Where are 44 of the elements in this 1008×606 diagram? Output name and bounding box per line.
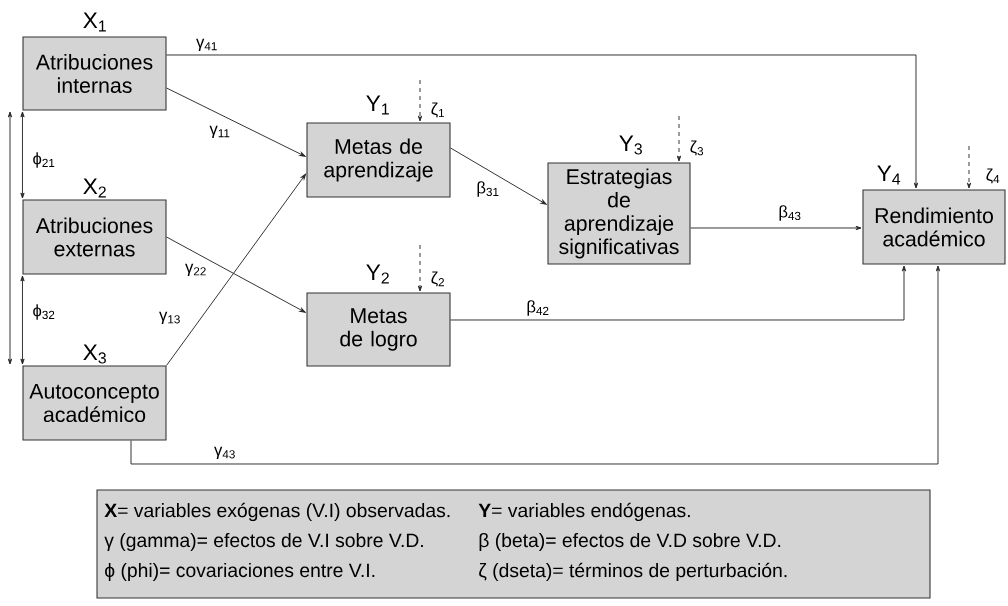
- arrow: [166, 54, 919, 189]
- variable-label: Y$_{4}$: [877, 165, 901, 185]
- edge-label: β$_{31}$: [477, 181, 499, 197]
- variable-label: Y$_{3}$: [619, 135, 642, 155]
- variable-label: X$_{2}$: [83, 178, 106, 198]
- edge-label: ζ$_{3}$: [690, 140, 704, 156]
- variable-box: Atribuciones internas: [22, 36, 167, 111]
- variable-label: Y$_{2}$: [366, 264, 389, 284]
- edge-label: β$_{42}$: [527, 300, 549, 316]
- variable-box: Estrategias de aprendizaje significativas: [547, 162, 691, 265]
- disturbance-arrow: [966, 145, 972, 189]
- legend-box: X= variables exógenas (V.I) observadas. Y= variables endógenas. γ (gamma)= efectos de V.I sobre V.D. β (beta)= efectos de V.D sobre V.D. ϕ (phi)= covariaciones entre V.I. ζ (dseta)= términos de perturbación.: [96, 489, 931, 599]
- edge-label: γ$_{41}$: [196, 38, 217, 52]
- arrow: [130, 265, 941, 465]
- edge-label: ϕ$_{21}$: [33, 152, 55, 168]
- edge-label: γ$_{13}$: [159, 311, 180, 325]
- variable-label: X$_{1}$: [83, 12, 106, 32]
- disturbance-arrow: [417, 79, 423, 122]
- arrow: [690, 225, 862, 231]
- disturbance-arrow: [676, 115, 682, 162]
- variable-box: Autoconcepto académico: [22, 365, 167, 441]
- arrow: [166, 236, 306, 313]
- variable-box: Metas de aprendizaje: [306, 122, 451, 198]
- arrow: [166, 87, 306, 157]
- arrow: [450, 147, 547, 205]
- edge-label: ζ$_{1}$: [431, 102, 444, 118]
- variable-label: X$_{3}$: [83, 344, 106, 364]
- edge-label: γ$_{11}$: [209, 125, 230, 139]
- arrow: [450, 265, 907, 321]
- arrow: [20, 275, 25, 365]
- variable-label: Y$_{1}$: [366, 95, 389, 115]
- disturbance-arrow: [417, 244, 423, 292]
- edge-label: β$_{43}$: [779, 205, 801, 221]
- variable-box: Atribuciones externas: [22, 199, 167, 275]
- arrow: [20, 111, 25, 199]
- edge-label: ζ$_{4}$: [986, 168, 1000, 184]
- edge-label: ζ$_{2}$: [431, 271, 444, 287]
- variable-box: Rendimiento académico: [862, 189, 1006, 265]
- variable-box: Metas de logro: [306, 292, 451, 367]
- edge-label: ϕ$_{32}$: [33, 304, 55, 320]
- arrow: [166, 173, 307, 366]
- edge-label: γ$_{43}$: [214, 446, 235, 460]
- arrow: [7, 111, 13, 365]
- edge-label: γ$_{22}$: [185, 263, 206, 277]
